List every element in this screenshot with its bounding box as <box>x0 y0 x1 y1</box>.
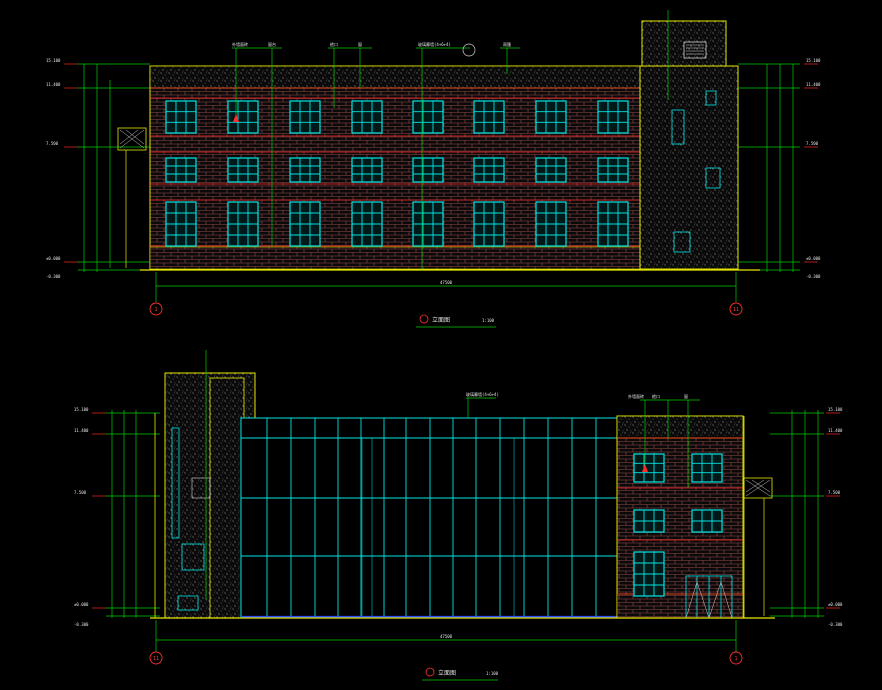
elev-label-right: ±0.000 <box>828 602 843 607</box>
callout-text: 窗台 <box>268 41 276 47</box>
callout-text: 檐口 <box>330 41 338 47</box>
window <box>165 157 197 183</box>
svg-text:11: 11 <box>733 307 739 313</box>
axis-bubble-left-top: 1 <box>149 302 163 316</box>
window <box>412 157 444 183</box>
svg-text:立面图: 立面图 <box>432 316 450 324</box>
entrance-canopy-left <box>117 127 147 268</box>
elev-label-left: 7.500 <box>46 141 59 146</box>
elev-label-right: 7.500 <box>806 141 819 146</box>
elev-label-left: -0.300 <box>46 274 61 279</box>
axis-bubble-left-bottom: 11 <box>149 651 163 665</box>
window <box>289 157 321 183</box>
window <box>691 509 723 533</box>
dim-chain-right-bottom <box>770 410 824 618</box>
elev-label-right: ±0.000 <box>806 256 821 261</box>
window <box>412 100 444 134</box>
callout-text: 玻璃幕墙(4+6+4) <box>466 391 499 397</box>
window <box>165 100 197 134</box>
elev-label-right: -0.300 <box>806 274 821 279</box>
window <box>289 201 321 247</box>
callout-text: 窗 <box>684 393 688 399</box>
elev-label-left: 11.400 <box>74 428 89 433</box>
svg-text:1:100: 1:100 <box>486 671 499 676</box>
window <box>535 100 567 134</box>
drawing-title-top: 立面图 1:100 <box>416 314 496 328</box>
window <box>535 157 567 183</box>
callout-leaders-top <box>232 10 669 270</box>
drawing-title-bottom: 立面图 1:100 <box>422 667 499 681</box>
entrance-canopy-right <box>743 477 773 616</box>
svg-text:1: 1 <box>154 307 157 313</box>
window <box>227 157 259 183</box>
window <box>633 551 665 597</box>
elev-label-right: 15.100 <box>806 58 821 63</box>
callout-text: 窗 <box>358 41 362 47</box>
elev-label-right: 7.500 <box>828 490 841 495</box>
elevation-top: 15.100 11.400 7.500 ±0.000 -0.300 15.100… <box>46 10 821 328</box>
overall-dim-text: 47500 <box>440 280 453 285</box>
window <box>473 100 505 134</box>
svg-text:1: 1 <box>734 656 737 662</box>
window <box>289 100 321 134</box>
window <box>691 453 723 483</box>
level-lines-top <box>64 63 818 263</box>
section-mark <box>462 43 476 57</box>
dim-chain-left-bottom <box>106 410 160 618</box>
elevation-bottom: 15.100 11.400 7.500 ±0.000 -0.300 15.100… <box>74 350 843 681</box>
callout-text: 雨篷 <box>503 41 511 47</box>
window <box>351 100 383 134</box>
window <box>351 157 383 183</box>
window <box>227 100 259 134</box>
elev-label-right: 11.400 <box>806 82 821 87</box>
overall-dim-text: 47500 <box>440 634 453 639</box>
elev-label-right: 15.100 <box>828 407 843 412</box>
stair-tower-bottom <box>154 350 256 619</box>
dim-chain-right-top <box>738 63 800 272</box>
callout-text: 外墙面砖 <box>232 41 248 47</box>
callout-text: 檐口 <box>652 393 660 399</box>
window <box>633 453 665 483</box>
brick-block-bottom <box>616 415 745 619</box>
window <box>473 157 505 183</box>
detail-marker-icon <box>642 464 648 472</box>
svg-text:11: 11 <box>153 656 159 662</box>
elev-label-right: -0.300 <box>828 622 843 627</box>
window <box>165 201 197 247</box>
callout-leaders-bottom <box>640 399 700 488</box>
svg-text:1:100: 1:100 <box>482 318 495 323</box>
windows-bottom-grid <box>633 453 723 597</box>
curtain-wall <box>240 397 618 619</box>
elev-label-left: ±0.000 <box>74 602 89 607</box>
stair-tower-top <box>639 20 739 270</box>
elev-label-left: 15.100 <box>74 407 89 412</box>
callout-text: 外墙面砖 <box>628 393 644 399</box>
window <box>597 201 629 247</box>
window <box>633 509 665 533</box>
detail-marker-icon <box>233 114 239 122</box>
window <box>597 157 629 183</box>
window <box>535 201 567 247</box>
dim-chain-left-top <box>78 63 150 272</box>
elev-label-left: 15.100 <box>46 58 61 63</box>
window <box>351 201 383 247</box>
window <box>227 201 259 247</box>
elev-label-right: 11.400 <box>828 428 843 433</box>
elev-label-left: ±0.000 <box>46 256 61 261</box>
axis-bubble-right-top: 11 <box>729 302 743 316</box>
windows-top-grid <box>165 100 629 247</box>
overall-dim-bottom <box>155 620 737 652</box>
callout-text: 玻璃幕墙(4+6+4) <box>418 41 451 47</box>
window <box>473 201 505 247</box>
elev-label-left: 7.500 <box>74 490 87 495</box>
svg-text:立面图: 立面图 <box>438 669 456 677</box>
axis-bubble-right-bottom: 1 <box>729 651 743 665</box>
entrance-door <box>685 575 733 619</box>
window <box>597 100 629 134</box>
window <box>412 201 444 247</box>
elev-label-left: -0.300 <box>74 622 89 627</box>
elev-label-left: 11.400 <box>46 82 61 87</box>
overall-dim-top <box>155 272 737 302</box>
